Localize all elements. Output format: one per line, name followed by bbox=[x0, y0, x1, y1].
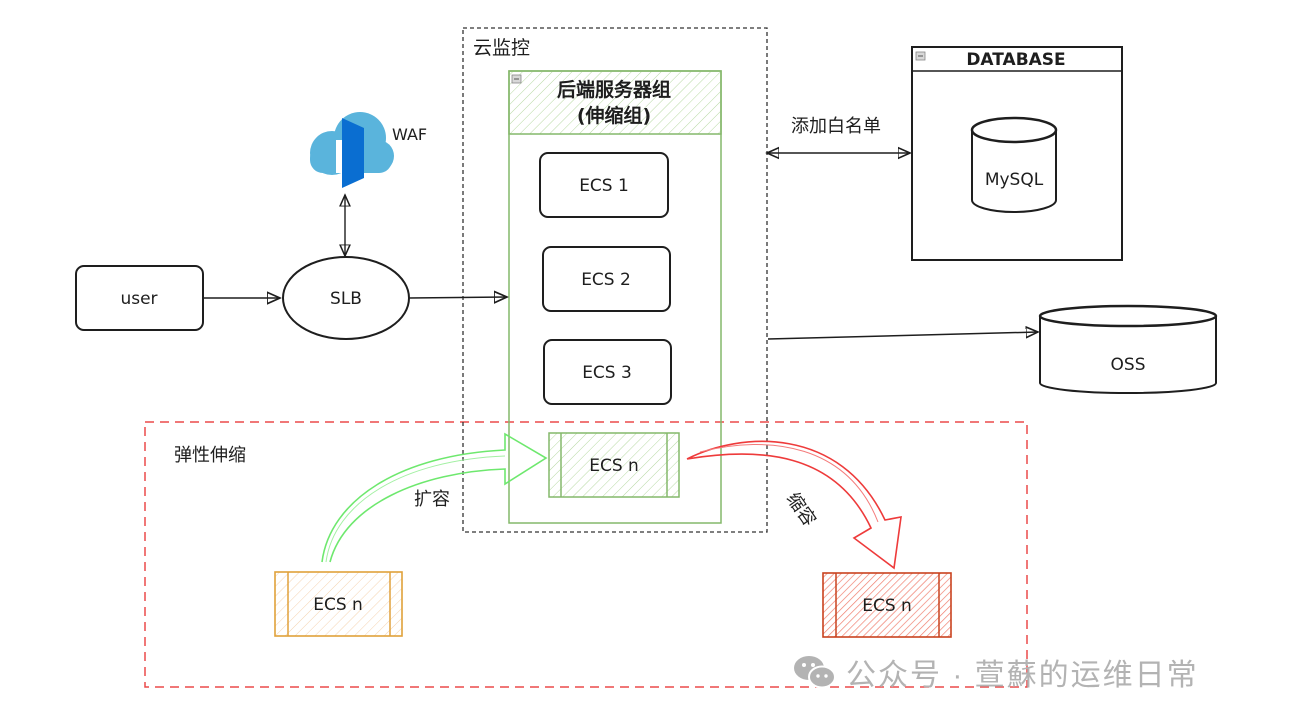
ecs-scale-in-target-label: ECS n bbox=[862, 596, 912, 616]
cloud-monitor-zone bbox=[462, 27, 768, 533]
user-label: user bbox=[120, 289, 157, 309]
cloud-monitor-label: 云监控 bbox=[473, 37, 530, 59]
ecs-scaling-target-label: ECS n bbox=[589, 456, 639, 476]
oss-label: OSS bbox=[1111, 355, 1146, 375]
backend-group-title-1: 后端服务器组 bbox=[557, 78, 671, 101]
mysql-label: MySQL bbox=[985, 170, 1044, 190]
ecs-scale-in-target[interactable] bbox=[822, 572, 952, 638]
edge-backend-oss bbox=[767, 332, 1038, 340]
ecs-node-1-label: ECS 1 bbox=[579, 176, 629, 196]
waf-icon bbox=[310, 112, 394, 188]
scale-out-arrow bbox=[321, 432, 548, 563]
autoscaling-zone-label: 弹性伸缩 bbox=[174, 445, 246, 466]
watermark-text: 公众号 · 萱蘇的运维日常 bbox=[846, 659, 1199, 692]
database-title: DATABASE bbox=[966, 50, 1065, 70]
backend-server-group bbox=[508, 70, 722, 524]
whitelist-label: 添加白名单 bbox=[791, 116, 881, 137]
ecs-scale-out-source-label: ECS n bbox=[313, 595, 363, 615]
scale-out-label: 扩容 bbox=[414, 489, 450, 510]
ecs-scale-out-source[interactable] bbox=[274, 571, 403, 637]
scale-in-arrow bbox=[686, 440, 902, 570]
watermark: 公众号 · 萱蘇的运维日常 bbox=[792, 650, 1199, 694]
ecs-node-2-label: ECS 2 bbox=[581, 270, 631, 290]
autoscaling-zone bbox=[144, 421, 1028, 688]
oss-node[interactable] bbox=[1038, 304, 1218, 394]
wechat-icon bbox=[794, 656, 836, 689]
slb-label: SLB bbox=[330, 289, 362, 309]
edge-slb-backend bbox=[408, 297, 507, 298]
ecs-scaling-target[interactable] bbox=[548, 432, 680, 498]
ecs-node-1[interactable] bbox=[539, 152, 669, 218]
waf-label: WAF bbox=[392, 125, 427, 144]
ecs-node-2[interactable] bbox=[542, 246, 671, 312]
mysql-node[interactable] bbox=[970, 116, 1058, 213]
ecs-node-3-label: ECS 3 bbox=[582, 363, 632, 383]
scale-in-label: 缩容 bbox=[782, 489, 820, 531]
backend-group-title-2: (伸缩组) bbox=[577, 104, 651, 127]
ecs-node-3[interactable] bbox=[543, 339, 672, 405]
